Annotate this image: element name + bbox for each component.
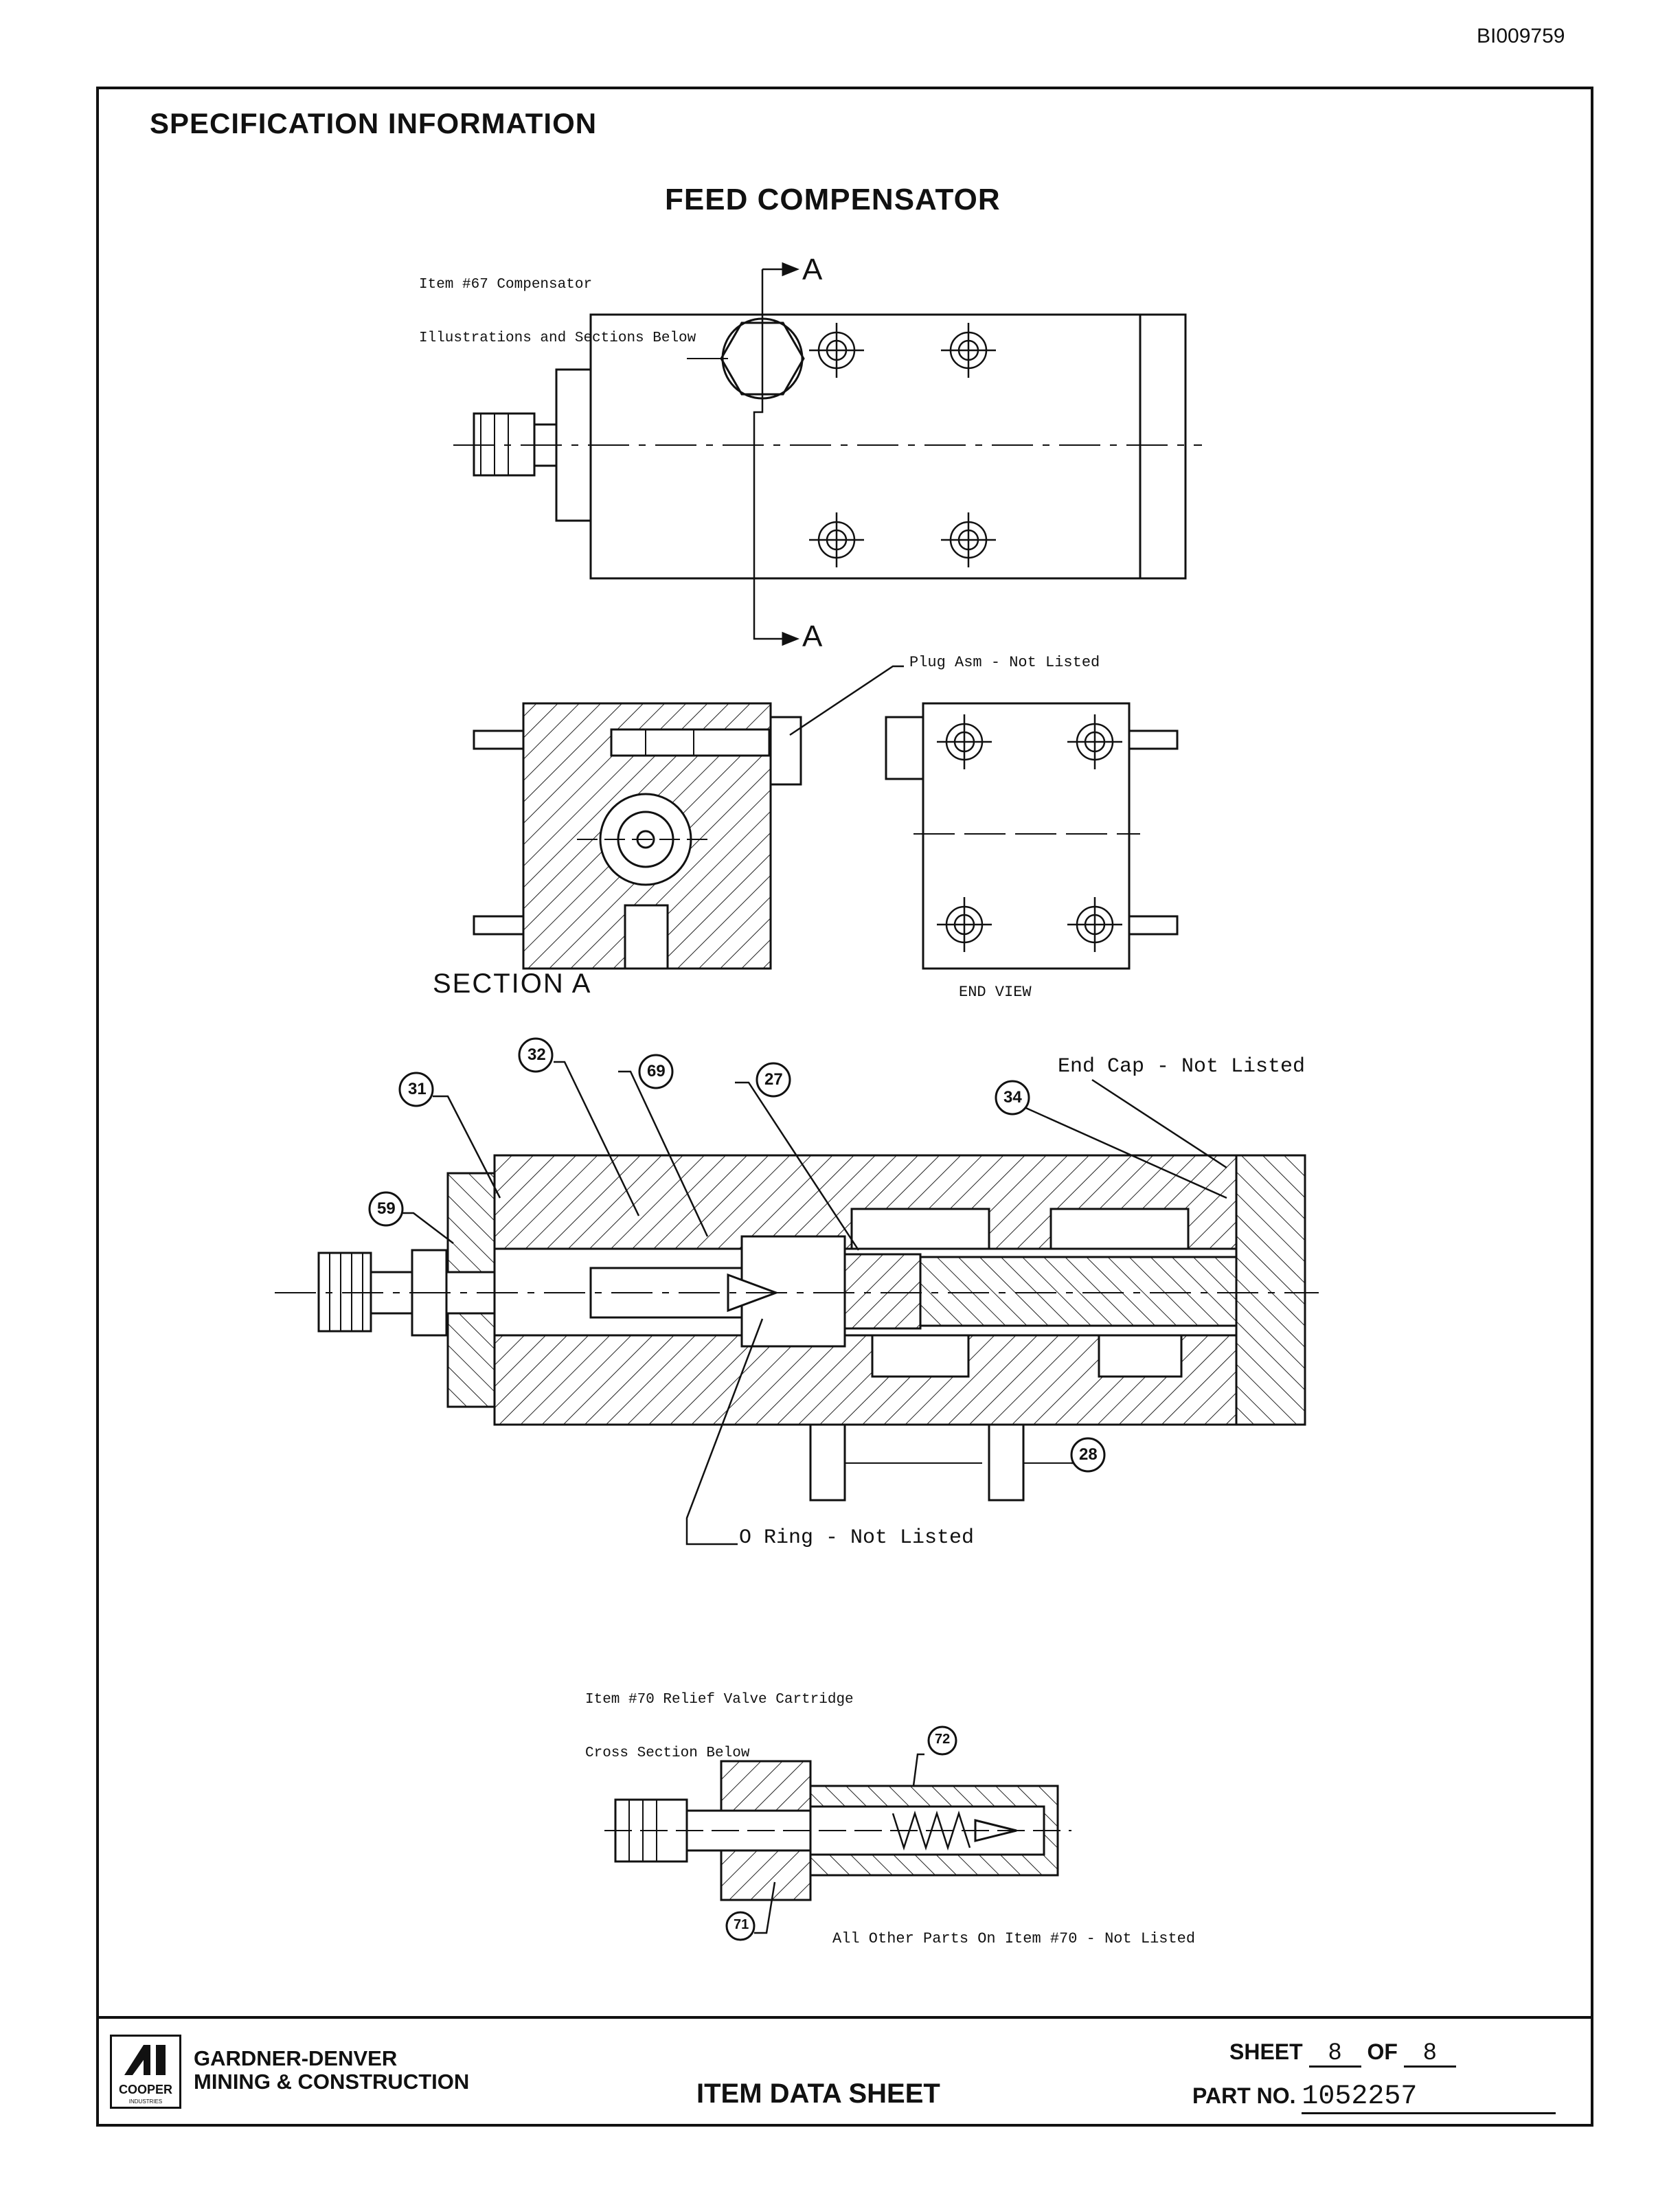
- callout-34: 34: [1003, 1088, 1022, 1107]
- drawing-title: FEED COMPENSATOR: [665, 183, 1001, 216]
- callout-71: 71: [734, 1917, 749, 1932]
- item67-note-line1: Item #67 Compensator: [419, 277, 593, 293]
- sheet-label: SHEET: [1229, 2039, 1303, 2064]
- part-row: PART NO. 1052257: [1192, 2081, 1556, 2114]
- end-view-label: END VIEW: [959, 984, 1032, 1001]
- leader-lines: [402, 1061, 1227, 1934]
- o-ring-note: O Ring - Not Listed: [739, 1526, 975, 1550]
- compensator-top-view: [453, 262, 1202, 646]
- cooper-logo-icon: [124, 2045, 166, 2075]
- form-title: ITEM DATA SHEET: [696, 2079, 940, 2109]
- other-parts-note: All Other Parts On Item #70 - Not Listed: [832, 1930, 1196, 1947]
- company-line2: MINING & CONSTRUCTION: [194, 2070, 470, 2094]
- item67-note-line2: Illustrations and Sections Below: [419, 330, 696, 346]
- sheet-total: 8: [1403, 2039, 1456, 2068]
- section-marker-bottom: A: [802, 620, 823, 653]
- item70-note-line2: Cross Section Below: [585, 1745, 750, 1761]
- section-a-label: SECTION A: [433, 969, 592, 999]
- callout-31: 31: [408, 1080, 427, 1098]
- cooper-industries-logo: COOPER INDUSTRIES: [110, 2035, 181, 2109]
- part-number: 1052257: [1302, 2081, 1556, 2114]
- callout-27: 27: [764, 1070, 783, 1089]
- page-frame: [96, 87, 1593, 2127]
- plug-asm-note: Plug Asm - Not Listed: [909, 654, 1100, 671]
- callout-72: 72: [935, 1732, 951, 1747]
- footer-divider: [96, 2016, 1593, 2019]
- of-label: OF: [1367, 2039, 1398, 2064]
- end-view: [885, 702, 1179, 970]
- callout-28: 28: [1079, 1445, 1098, 1464]
- section-marker-top: A: [802, 253, 823, 286]
- logo-name: COOPER: [118, 2083, 172, 2096]
- end-cap-note: End Cap - Not Listed: [1058, 1055, 1306, 1078]
- company-line1: GARDNER-DENVER: [194, 2046, 398, 2070]
- callout-69: 69: [647, 1062, 666, 1080]
- spec-title: SPECIFICATION INFORMATION: [150, 107, 598, 139]
- callout-59: 59: [377, 1199, 396, 1218]
- logo-sub: INDUSTRIES: [128, 2098, 163, 2105]
- section-a-view: [473, 665, 904, 970]
- compensator-cross-section: [275, 1154, 1319, 1502]
- callout-circles: [368, 1037, 1106, 1941]
- part-no-label: PART NO.: [1192, 2083, 1296, 2108]
- callout-32: 32: [527, 1045, 546, 1064]
- sheet-number: 8: [1308, 2039, 1361, 2068]
- sheet-row: SHEET 8 OF 8: [1229, 2039, 1456, 2068]
- relief-valve-cross-section: [604, 1760, 1071, 1901]
- document-id: BI009759: [1477, 25, 1565, 47]
- item70-note-line1: Item #70 Relief Valve Cartridge: [585, 1692, 854, 1708]
